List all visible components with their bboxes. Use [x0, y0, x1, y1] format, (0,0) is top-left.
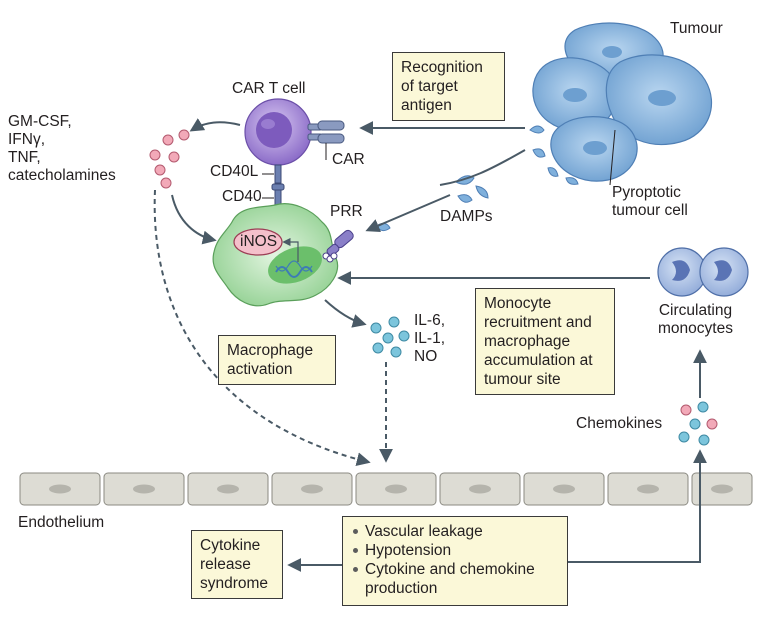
- car-t-cell-label: CAR T cell: [232, 80, 306, 97]
- box-line: antigen: [401, 97, 452, 114]
- cytokine-item: IL-6,: [414, 312, 446, 329]
- effect-item-continued: production: [365, 580, 438, 597]
- box-line: release: [200, 556, 251, 573]
- arrow-damps: [439, 149, 526, 186]
- car-label: CAR: [332, 151, 365, 168]
- endothelium-label: Endothelium: [18, 514, 105, 531]
- box-line: tumour site: [484, 371, 561, 388]
- tumour-label: Tumour: [670, 20, 723, 37]
- cytokines-left-dots: [149, 129, 190, 189]
- circulating-line1: Circulating: [658, 302, 733, 319]
- circulating-line2: monocytes: [658, 320, 733, 337]
- cytokines-mac-dots: [370, 316, 410, 358]
- circulating-monocytes: [657, 247, 749, 297]
- effect-item: Cytokine and chemokine: [351, 560, 559, 579]
- monocyte-recruitment-box: Monocyte recruitment and macrophage accu…: [475, 288, 615, 395]
- cytokine-item: catecholamines: [8, 167, 116, 184]
- crs-box: Cytokine release syndrome: [191, 530, 283, 599]
- cytokines-mac-label: IL-6, IL-1, NO: [414, 312, 445, 366]
- macrophage: [212, 203, 354, 307]
- car-t-cell: [244, 98, 345, 211]
- pyroptotic-line2: tumour cell: [612, 202, 688, 219]
- box-line: Macrophage: [227, 342, 314, 359]
- circulating-monocytes-label: Circulating monocytes: [658, 302, 733, 338]
- tumour-cluster: [529, 22, 713, 186]
- box-line: syndrome: [200, 575, 269, 592]
- effect-item: Hypotension: [351, 541, 559, 560]
- arrows: [153, 118, 707, 572]
- box-line: of target: [401, 78, 458, 95]
- chemokines-label: Chemokines: [576, 415, 663, 432]
- pyroptotic-label: Pyroptotic tumour cell: [612, 184, 688, 220]
- damps-label: DAMPs: [440, 208, 493, 225]
- prr-label: PRR: [330, 203, 363, 220]
- box-line: recruitment and: [484, 314, 592, 331]
- arrow-effects-to-chemokines: [568, 449, 707, 563]
- cytokine-item: NO: [414, 348, 438, 365]
- effect-item: Vascular leakage: [351, 522, 559, 541]
- box-line: accumulation at: [484, 352, 593, 369]
- pyroptotic-line1: Pyroptotic: [612, 184, 681, 201]
- cd40l-label: CD40L: [210, 163, 259, 180]
- cytokine-item: IFNγ,: [8, 131, 46, 148]
- cytokine-item: GM-CSF,: [8, 113, 72, 130]
- box-line: macrophage: [484, 333, 571, 350]
- inos-label: iNOS: [240, 233, 278, 250]
- macrophage-activation-box: Macrophage activation: [218, 335, 336, 385]
- cytokines-left-label: GM-CSF, IFNγ, TNF, catecholamines: [8, 113, 116, 185]
- arrow-cytokines-to-mac: [171, 194, 217, 245]
- cytokine-item: IL-1,: [414, 330, 446, 347]
- box-line: Cytokine: [200, 537, 261, 554]
- box-line: activation: [227, 361, 293, 378]
- arrow-cart-to-cytokines: [189, 118, 241, 132]
- chemokines-dots: [678, 401, 718, 446]
- recognition-box: Recognition of target antigen: [392, 52, 505, 121]
- cd40-label: CD40: [222, 188, 262, 205]
- box-line: Recognition: [401, 59, 483, 76]
- effects-box: Vascular leakage Hypotension Cytokine an…: [342, 516, 568, 606]
- box-line: Monocyte: [484, 295, 552, 312]
- cytokine-item: TNF,: [8, 149, 41, 166]
- endothelium: [19, 472, 753, 506]
- arrow-damps-to-prr: [365, 194, 451, 233]
- arrow-mac-to-il6: [324, 299, 367, 328]
